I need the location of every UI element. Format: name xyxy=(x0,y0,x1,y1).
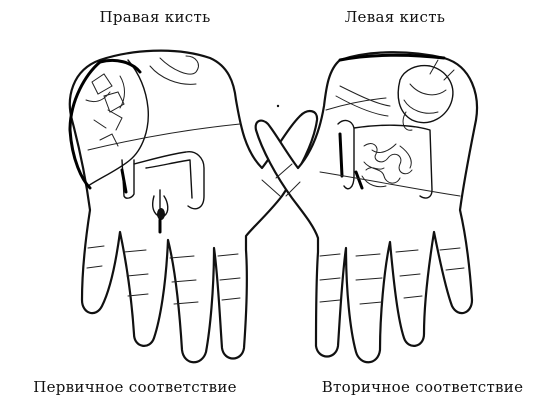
colon-outline xyxy=(337,119,355,190)
stomach-outline xyxy=(149,55,199,85)
left-hand-figure xyxy=(254,51,478,364)
appendix-mark xyxy=(157,208,165,220)
right-hand-title: Правая кисть xyxy=(99,8,211,26)
colon-outline xyxy=(121,159,135,199)
left-hand-outline xyxy=(254,51,478,364)
small-intestine xyxy=(361,143,413,188)
left-hand-title: Левая кисть xyxy=(344,8,446,26)
secondary-caption: Вторичное соответствие xyxy=(321,378,524,396)
right-hand-figure xyxy=(68,49,319,364)
primary-caption: Первичное соответствие xyxy=(33,378,237,396)
stomach-outline xyxy=(397,64,454,124)
right-hand-outline xyxy=(68,49,319,364)
